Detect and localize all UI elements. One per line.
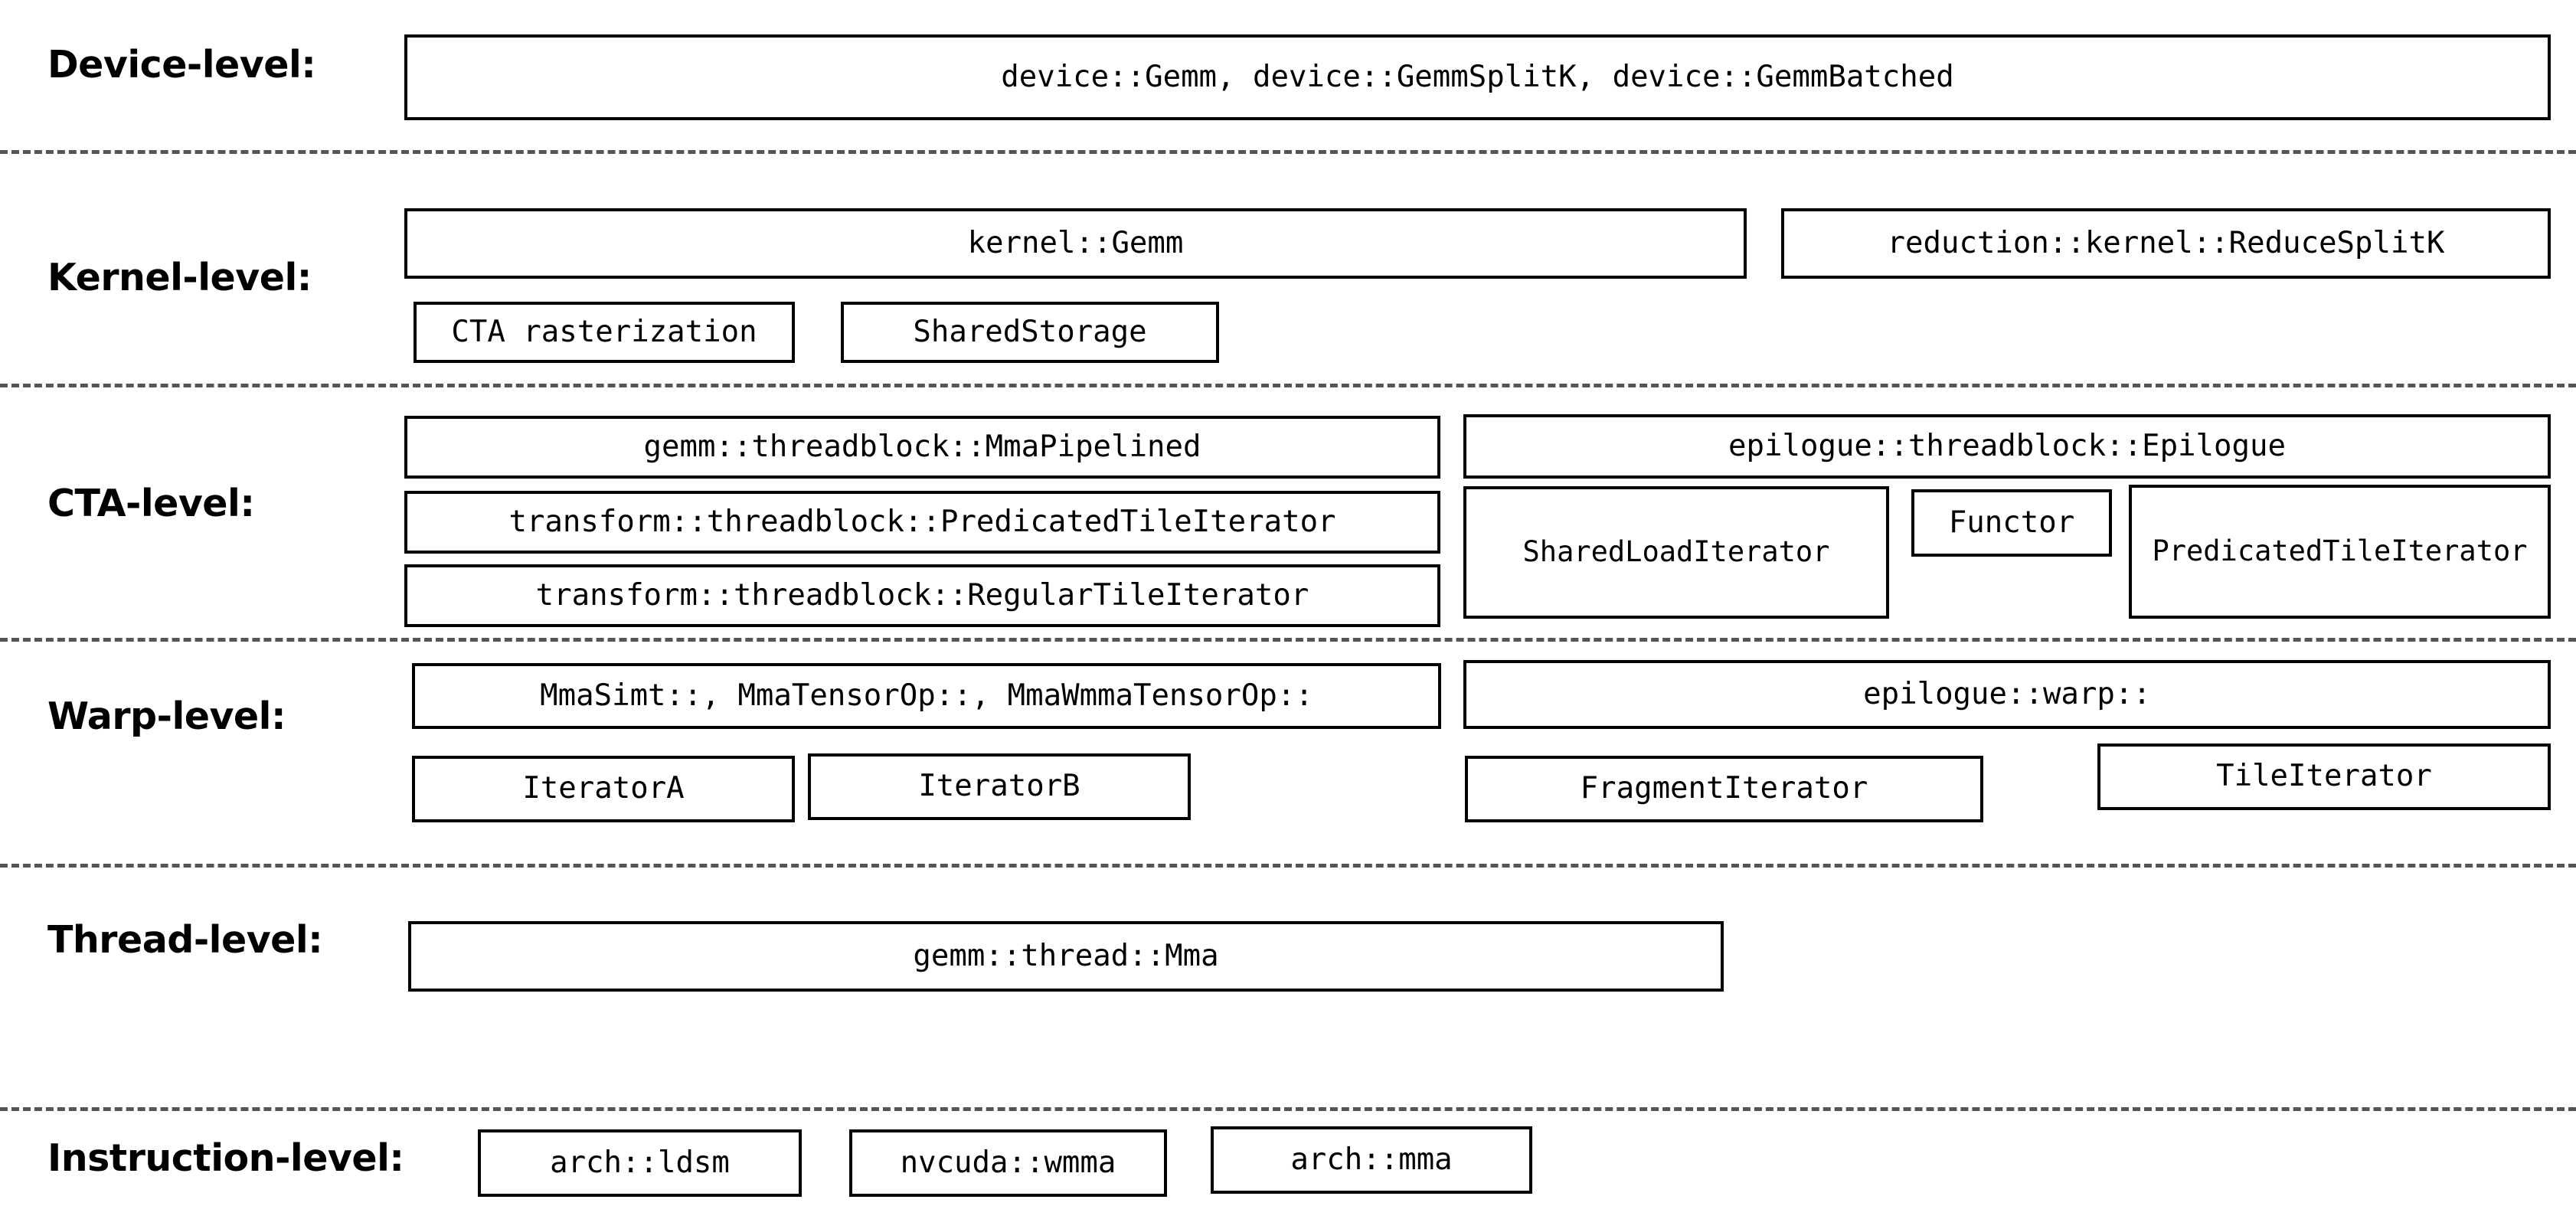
box-iterator-a[interactable]: IteratorA xyxy=(412,756,795,822)
box-transform-threadblock-predicatedtileiterator[interactable]: transform::threadblock::PredicatedTileIt… xyxy=(404,491,1440,554)
level-label-thread: Thread-level: xyxy=(47,918,323,962)
level-label-instruction: Instruction-level: xyxy=(47,1136,404,1180)
box-arch-ldsm[interactable]: arch::ldsm xyxy=(478,1129,802,1197)
separator-kernel-cta xyxy=(0,384,2576,387)
box-epilogue-warp[interactable]: epilogue::warp:: xyxy=(1463,660,2551,729)
box-mma-ops[interactable]: MmaSimt::, MmaTensorOp::, MmaWmmaTensorO… xyxy=(412,663,1441,729)
box-gemm-thread-mma[interactable]: gemm::thread::Mma xyxy=(408,921,1724,992)
box-fragment-iterator[interactable]: FragmentIterator xyxy=(1465,756,1983,822)
separator-thread-instruction xyxy=(0,1107,2576,1111)
level-label-device: Device-level: xyxy=(47,43,316,87)
box-arch-mma[interactable]: arch::mma xyxy=(1211,1126,1532,1194)
box-reduction-kernel-reducesplitk[interactable]: reduction::kernel::ReduceSplitK xyxy=(1781,208,2551,279)
box-predicated-tile-iterator[interactable]: PredicatedTileIterator xyxy=(2129,485,2551,619)
box-kernel-gemm[interactable]: kernel::Gemm xyxy=(404,208,1747,279)
box-cta-rasterization[interactable]: CTA rasterization xyxy=(414,302,795,363)
box-epilogue-threadblock-epilogue[interactable]: epilogue::threadblock::Epilogue xyxy=(1463,414,2551,479)
box-shared-storage[interactable]: SharedStorage xyxy=(841,302,1219,363)
box-iterator-b[interactable]: IteratorB xyxy=(808,753,1191,820)
separator-cta-warp xyxy=(0,638,2576,642)
box-functor[interactable]: Functor xyxy=(1911,489,2112,557)
box-transform-threadblock-regulartileiterator[interactable]: transform::threadblock::RegularTileItera… xyxy=(404,564,1440,627)
level-label-cta: CTA-level: xyxy=(47,482,255,525)
separator-device-kernel xyxy=(0,150,2576,154)
box-nvcuda-wmma[interactable]: nvcuda::wmma xyxy=(849,1129,1167,1197)
box-shared-load-iterator[interactable]: SharedLoadIterator xyxy=(1463,486,1889,619)
level-label-warp: Warp-level: xyxy=(47,694,286,738)
level-label-kernel: Kernel-level: xyxy=(47,256,312,299)
box-device-gemm[interactable]: device::Gemm, device::GemmSplitK, device… xyxy=(404,34,2551,120)
box-gemm-threadblock-mmapipelined[interactable]: gemm::threadblock::MmaPipelined xyxy=(404,416,1440,479)
separator-warp-thread xyxy=(0,864,2576,868)
box-tile-iterator[interactable]: TileIterator xyxy=(2097,743,2551,810)
